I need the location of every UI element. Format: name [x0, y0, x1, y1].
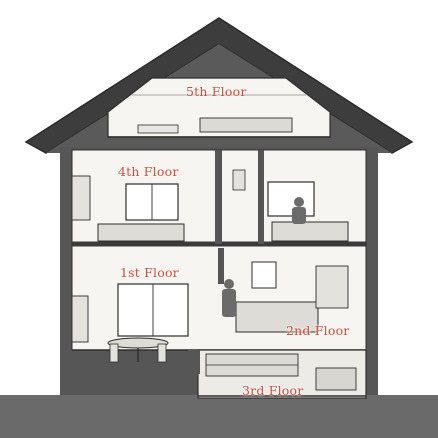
dining-chair-left — [109, 343, 119, 363]
person-reading-body — [292, 207, 306, 224]
cook-body — [222, 289, 236, 317]
kitchen-cabinets — [315, 265, 349, 309]
hallway-lamp — [232, 169, 246, 191]
kitchen-counter — [235, 301, 319, 333]
upper-partition-left — [215, 150, 222, 244]
ground — [0, 395, 438, 438]
label-2nd-floor: 2nd Floor — [286, 323, 350, 338]
fourth-floor-bed — [97, 223, 185, 242]
dining-chair-right — [157, 343, 167, 363]
basement-stair-step — [188, 350, 200, 374]
first-floor-shelf — [71, 295, 89, 343]
fourth-floor-bookshelf — [71, 175, 91, 221]
label-5th-floor: 5th Floor — [186, 84, 247, 99]
right-room-sofa — [271, 221, 349, 242]
label-4th-floor: 4th Floor — [118, 164, 179, 179]
upper-partition-right — [258, 150, 264, 244]
attic-shelf — [137, 124, 179, 134]
right-room-window — [267, 181, 315, 217]
cook-head — [224, 279, 234, 289]
kitchen-window — [251, 261, 277, 289]
label-1st-floor: 1st Floor — [120, 265, 179, 280]
person-reading-head — [294, 197, 304, 207]
label-3rd-floor: 3rd Floor — [242, 383, 304, 398]
attic-bed — [199, 117, 293, 133]
lower-partition — [218, 248, 224, 284]
basement-barrels — [315, 367, 357, 391]
